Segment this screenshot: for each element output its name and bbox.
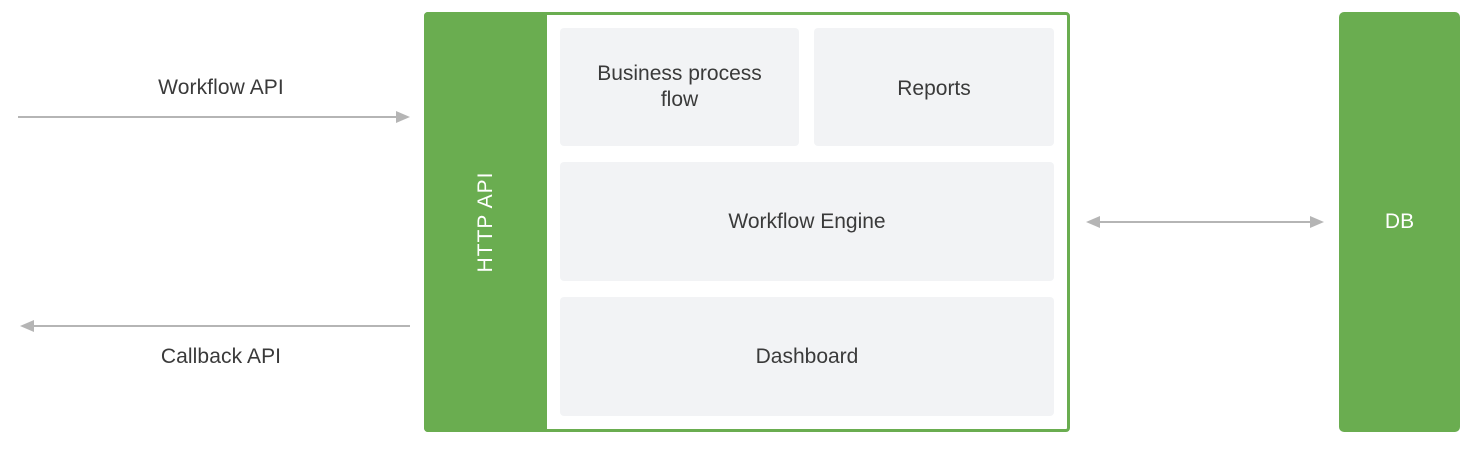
callback-api-label: Callback API <box>160 345 282 368</box>
business-process-flow-box: Business process flow <box>560 28 799 146</box>
reports-box: Reports <box>814 28 1054 146</box>
callback-api-arrow <box>20 320 410 332</box>
dashboard-box: Dashboard <box>560 297 1054 416</box>
business-process-flow-label: Business process flow <box>597 62 762 111</box>
http-api-label: HTTP API <box>473 171 497 273</box>
db-label: DB <box>1384 210 1415 233</box>
dashboard-label: Dashboard <box>755 344 859 368</box>
workflow-engine-label: Workflow Engine <box>728 209 886 233</box>
reports-label: Reports <box>897 77 971 100</box>
db-connection-arrow <box>1086 216 1324 228</box>
http-api-block: HTTP API <box>424 12 547 432</box>
workflow-engine-box: Workflow Engine <box>560 162 1054 281</box>
workflow-api-label: Workflow API <box>158 76 284 99</box>
db-block: DB <box>1339 12 1460 432</box>
workflow-api-arrow <box>18 111 410 123</box>
